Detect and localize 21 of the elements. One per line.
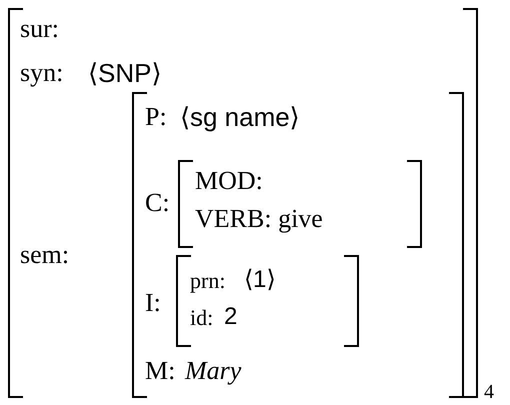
feature-value: Mary [185, 358, 242, 384]
feature-label: syn: [20, 60, 64, 86]
feature-matrix [132, 92, 464, 398]
feature-label: sur: [20, 16, 59, 42]
feature-value: ⟨1⟩ [244, 268, 276, 292]
feature-matrix [176, 255, 359, 347]
feature-value: ⟨SNP⟩ [88, 60, 162, 86]
feature-value: ⟨sg name⟩ [180, 104, 300, 130]
feature-label: id: [190, 307, 214, 329]
feature-label: VERB: give [195, 206, 323, 232]
feature-label: sem: [20, 242, 70, 268]
feature-label: MOD: [195, 168, 263, 194]
feature-matrix [178, 160, 422, 248]
feature-label: I: [145, 290, 161, 316]
feature-label: C: [145, 190, 170, 216]
feature-value: 2 [224, 305, 238, 329]
feature-label: prn: [190, 270, 226, 292]
index-subscript: 4 [484, 382, 494, 402]
feature-matrix [8, 8, 478, 398]
feature-label: P: [145, 104, 167, 130]
feature-label: M: [145, 358, 176, 384]
